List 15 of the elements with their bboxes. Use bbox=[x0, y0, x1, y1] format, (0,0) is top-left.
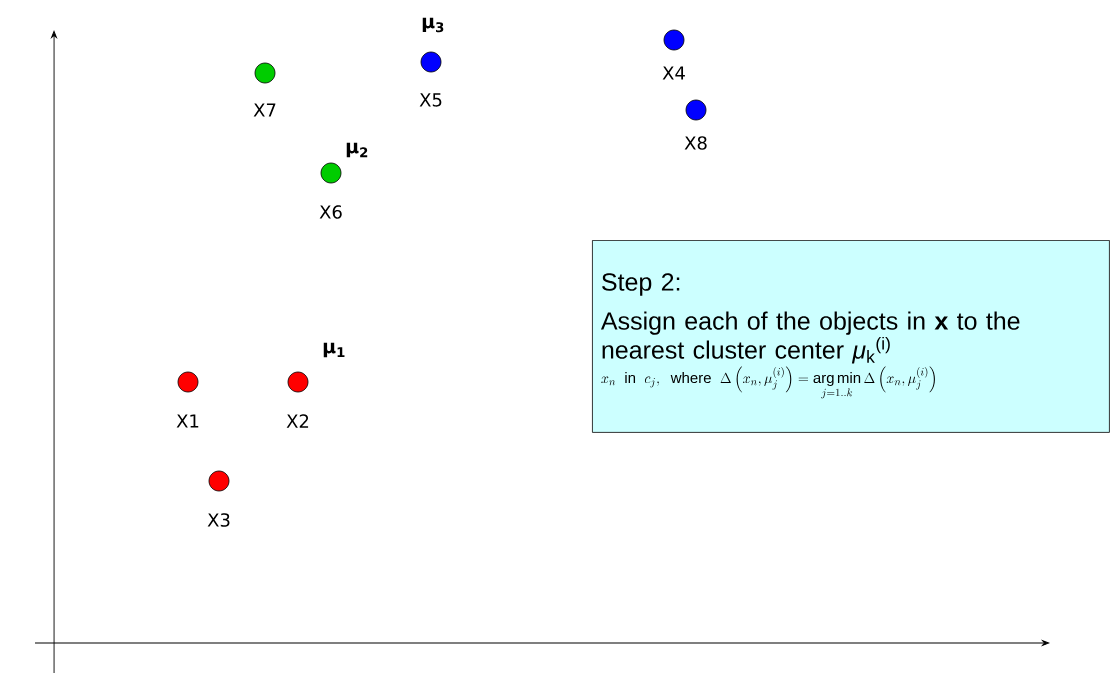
point-label: X4 bbox=[662, 66, 685, 80]
centroid-label: μ$_{2}$ bbox=[346, 142, 368, 158]
instruction-text: Assign each of the objects in x to the nearest cluster center μ$_{k}$(i) bbox=[600, 311, 1020, 364]
centroid-label: μ$_{1}$ bbox=[323, 342, 345, 358]
point-label: X8 bbox=[684, 136, 707, 150]
point-label: X5 bbox=[419, 93, 442, 107]
point-label: X6 bbox=[319, 205, 342, 219]
point-label: X3 bbox=[207, 513, 230, 527]
centroid-label: μ$_{3}$ bbox=[422, 17, 444, 33]
formula: $x_n \text{ in } c_j, \text{ where } \Delta\left(x_n, \mu_j^{(i)}\right) = \mathop{\arg\min}\limits_{j=1..k} \Delta\left(x_n, \mu_j^{(i)}\right)$ bbox=[601, 366, 935, 399]
text-box bbox=[592, 240, 1110, 433]
point-label: X1 bbox=[176, 414, 199, 428]
point-label: X7 bbox=[253, 103, 276, 117]
step-heading: Step 2: bbox=[602, 273, 680, 296]
point-label: X2 bbox=[286, 414, 309, 428]
